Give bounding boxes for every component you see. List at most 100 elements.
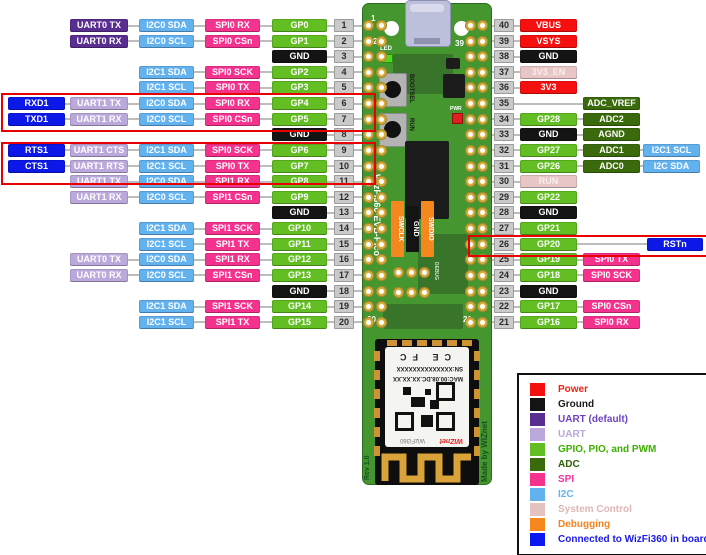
pin-pad xyxy=(363,144,374,156)
module-pad xyxy=(474,446,480,456)
module-pad xyxy=(402,340,412,346)
pin-box-i2c0-scl: I2C0 SCL xyxy=(139,268,194,282)
pin-number: 28 xyxy=(494,206,514,220)
pin-box-uart0-tx: UART0 TX xyxy=(70,19,128,32)
pin-pad xyxy=(376,82,387,94)
pin-pad xyxy=(363,301,374,313)
smd-chip xyxy=(443,74,465,98)
pin-pad xyxy=(477,176,488,188)
pin-pad xyxy=(465,144,476,156)
module-pad xyxy=(474,389,480,399)
pin-number: 19 xyxy=(334,300,354,314)
pin-box-rxd1: RXD1 xyxy=(8,97,65,111)
pin-pad xyxy=(363,82,374,94)
module-sn-label: SN:XXXXXXXXXXXXXX xyxy=(396,365,463,371)
pin-box-vbus: VBUS xyxy=(520,19,577,32)
pin-pad xyxy=(465,285,476,297)
pin-box-spi0-rx: SPI0 RX xyxy=(583,315,640,329)
pin-pad xyxy=(376,238,387,250)
pin-box-run: RUN xyxy=(520,175,577,189)
pin-pad xyxy=(376,254,387,266)
pin-pad xyxy=(376,285,387,297)
pin-pad xyxy=(376,129,387,141)
legend-label: System Control xyxy=(558,504,632,515)
pin-number: 36 xyxy=(494,81,514,95)
pin-box-i2c0-scl: I2C0 SCL xyxy=(139,112,194,126)
pin-pad xyxy=(376,207,387,219)
pin-pad xyxy=(477,160,488,172)
pin-pad xyxy=(363,98,374,110)
pin-number: 35 xyxy=(494,97,514,111)
pin-pad xyxy=(465,301,476,313)
legend-item-uart-default-: UART (default) xyxy=(530,413,700,426)
pin-pad xyxy=(465,113,476,125)
pin-number: 7 xyxy=(334,112,354,126)
pin-pad xyxy=(465,176,476,188)
power-led-red xyxy=(452,113,463,124)
legend-item-debugging: Debugging xyxy=(530,518,700,531)
pin-pad xyxy=(376,191,387,203)
pin-box-spi0-sck: SPI0 SCK xyxy=(583,268,640,282)
pin-wire xyxy=(14,102,374,105)
pin-pad xyxy=(477,316,488,328)
pin-pad xyxy=(465,129,476,141)
pin-box-adc0: ADC0 xyxy=(583,159,640,173)
pin-number: 30 xyxy=(494,175,514,189)
pin-pad xyxy=(465,191,476,203)
pin-box-uart1-cts: UART1 CTS xyxy=(70,143,128,157)
legend-label: UART xyxy=(558,429,586,440)
module-pad xyxy=(432,340,442,346)
pin-number: 29 xyxy=(494,190,514,204)
pin-number: 5 xyxy=(334,81,354,95)
pin-pad xyxy=(477,35,488,47)
pin-pad xyxy=(363,223,374,235)
pin-box-gnd: GND xyxy=(272,50,327,64)
pin-number: 16 xyxy=(334,253,354,267)
pin-box-rstn: RSTn xyxy=(647,237,703,251)
pin-box-spi0-sck: SPI0 SCK xyxy=(205,143,260,157)
pin-pad xyxy=(376,98,387,110)
legend-item-gpio-pio-and-pwm: GPIO, PIO, and PWM xyxy=(530,443,700,456)
pin-pad xyxy=(376,113,387,125)
legend-swatch xyxy=(530,518,545,531)
pin-box-gp6: GP6 xyxy=(272,143,327,157)
pin-box-i2c1-sda: I2C1 SDA xyxy=(139,65,194,79)
made-by-silk-label: Made by WIZnet xyxy=(480,421,489,482)
pin-wire xyxy=(14,149,374,152)
module-pad xyxy=(474,370,480,380)
pin-number: 14 xyxy=(334,222,354,236)
pin-pad xyxy=(363,191,374,203)
pin-box-gp13: GP13 xyxy=(272,268,327,282)
pin-number: 27 xyxy=(494,222,514,236)
legend-label: Power xyxy=(558,384,589,395)
pin-box-gnd: GND xyxy=(272,206,327,220)
pin-pad xyxy=(376,51,387,63)
pin-pad xyxy=(363,160,374,172)
pin-pad xyxy=(477,285,488,297)
pin-number: 6 xyxy=(334,97,354,111)
legend-swatch xyxy=(530,383,545,396)
pin-box-gp11: GP11 xyxy=(272,237,327,251)
pin-box-uart1-tx: UART1 TX xyxy=(70,97,128,111)
pin-box-gp2: GP2 xyxy=(272,65,327,79)
pin-number: 9 xyxy=(334,143,354,157)
pin-pad xyxy=(465,316,476,328)
debug-pad xyxy=(419,267,430,278)
pin-pad xyxy=(363,316,374,328)
pin-pad xyxy=(376,144,387,156)
pin-number: 2 xyxy=(334,34,354,48)
pin-number: 31 xyxy=(494,159,514,173)
pin-box-gnd: GND xyxy=(520,128,577,142)
pin-number: 24 xyxy=(494,268,514,282)
pin-box-gp3: GP3 xyxy=(272,81,327,95)
pin-number: 20 xyxy=(334,315,354,329)
pin-pad xyxy=(376,316,387,328)
pin-number: 1 xyxy=(334,19,354,32)
pin-box-i2c0-scl: I2C0 SCL xyxy=(139,190,194,204)
pin-box-i2c0-scl: I2C0 SCL xyxy=(139,34,194,48)
pin-number: 17 xyxy=(334,268,354,282)
pin-box-gp26: GP26 xyxy=(520,159,577,173)
pin-box-i2c0-sda: I2C0 SDA xyxy=(139,97,194,111)
pin-pad xyxy=(477,144,488,156)
pin-box-spi0-csn: SPI0 CSn xyxy=(583,300,640,314)
